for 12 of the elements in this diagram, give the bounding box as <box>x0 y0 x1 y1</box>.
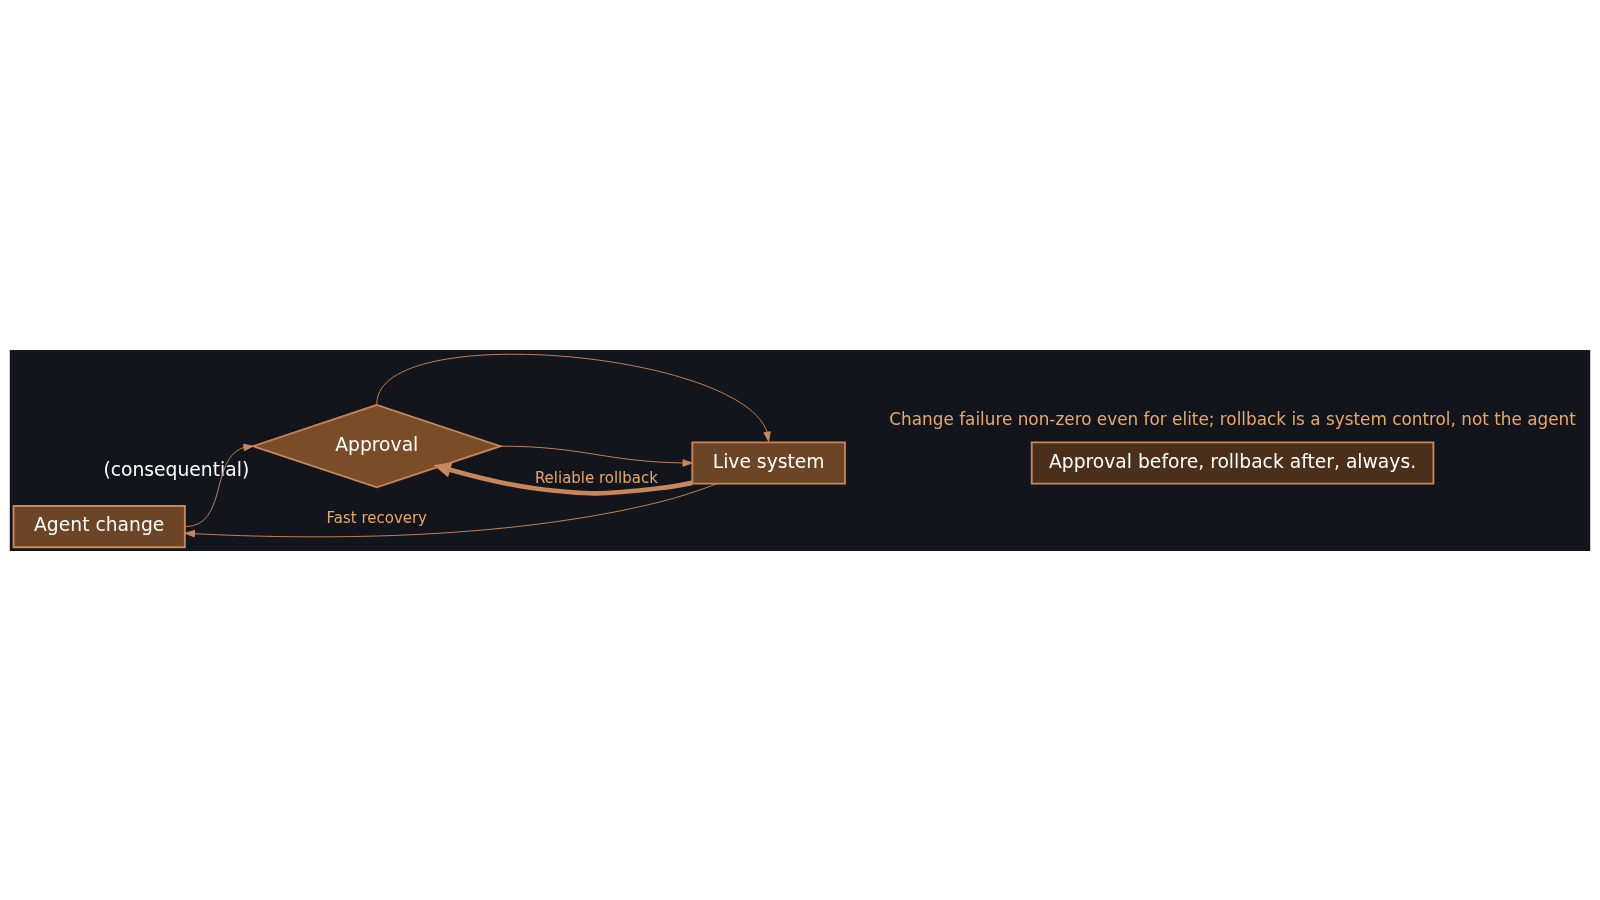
node-box: Live system <box>691 440 846 485</box>
node-label: (consequential) <box>103 458 250 480</box>
node-box: Approval before, rollback after, always. <box>1030 440 1435 485</box>
arrow <box>499 445 693 467</box>
arrow <box>433 462 693 496</box>
node-box: Agent change <box>12 504 186 548</box>
edge-label: Fast recovery <box>326 508 427 527</box>
label: Change failure non-zero even for elite; rollback is a system control, not the agent <box>889 408 1576 429</box>
arrow <box>184 482 718 537</box>
arrow <box>184 443 254 527</box>
edge-label: Reliable rollback <box>534 468 658 487</box>
arrow <box>376 353 771 442</box>
